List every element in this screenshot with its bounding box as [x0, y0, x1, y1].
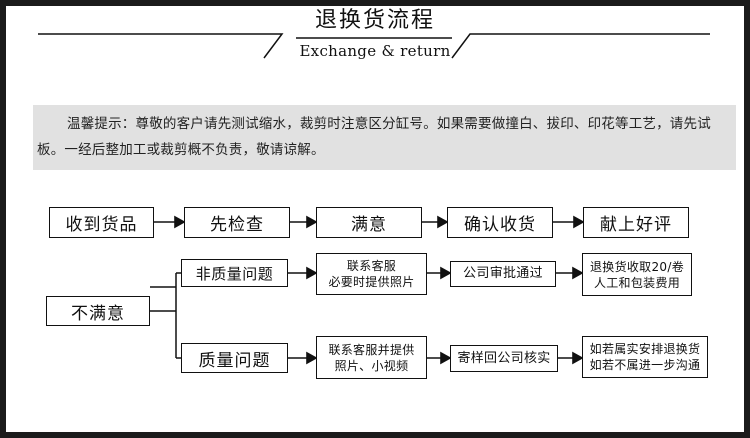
quality-contact-service: 联系客服并提供 照片、小视频 — [316, 336, 427, 379]
quality-send-sample: 寄样回公司核实 — [450, 345, 558, 372]
branch-nonquality-label: 非质量问题 — [181, 259, 288, 287]
header-line-left — [38, 33, 284, 59]
branch-connectors — [150, 272, 181, 359]
page-subtitle: Exchange & return — [299, 42, 451, 60]
nonquality-fee-notice: 退换货收取20/卷 人工和包装费用 — [582, 253, 692, 296]
step-inspect: 先检查 — [184, 207, 290, 238]
notice-text: 温馨提示：尊敬的客户请先测试缩水，裁剪时注意区分缸号。如果需要做撞白、拔印、印花… — [37, 116, 711, 158]
main-arrows — [154, 215, 585, 229]
notice-panel — [33, 105, 736, 170]
step-satisfied: 满意 — [316, 207, 422, 238]
step-confirm-receipt: 确认收货 — [447, 207, 553, 238]
nonquality-contact-service: 联系客服 必要时提供照片 — [316, 253, 427, 295]
branch-arrows — [288, 266, 584, 365]
branch-quality-label: 质量问题 — [181, 343, 288, 373]
nonquality-company-approval: 公司审批通过 — [450, 261, 556, 287]
header-decoration — [38, 33, 710, 59]
quality-resolution: 如若属实安排退换货 如若不属进一步沟通 — [582, 336, 708, 378]
page-title: 退换货流程 — [314, 8, 435, 33]
step-receive-goods: 收到货品 — [49, 207, 154, 238]
step-unsatisfied: 不满意 — [46, 296, 150, 326]
step-positive-review: 献上好评 — [583, 207, 689, 238]
header-line-right — [451, 33, 710, 59]
